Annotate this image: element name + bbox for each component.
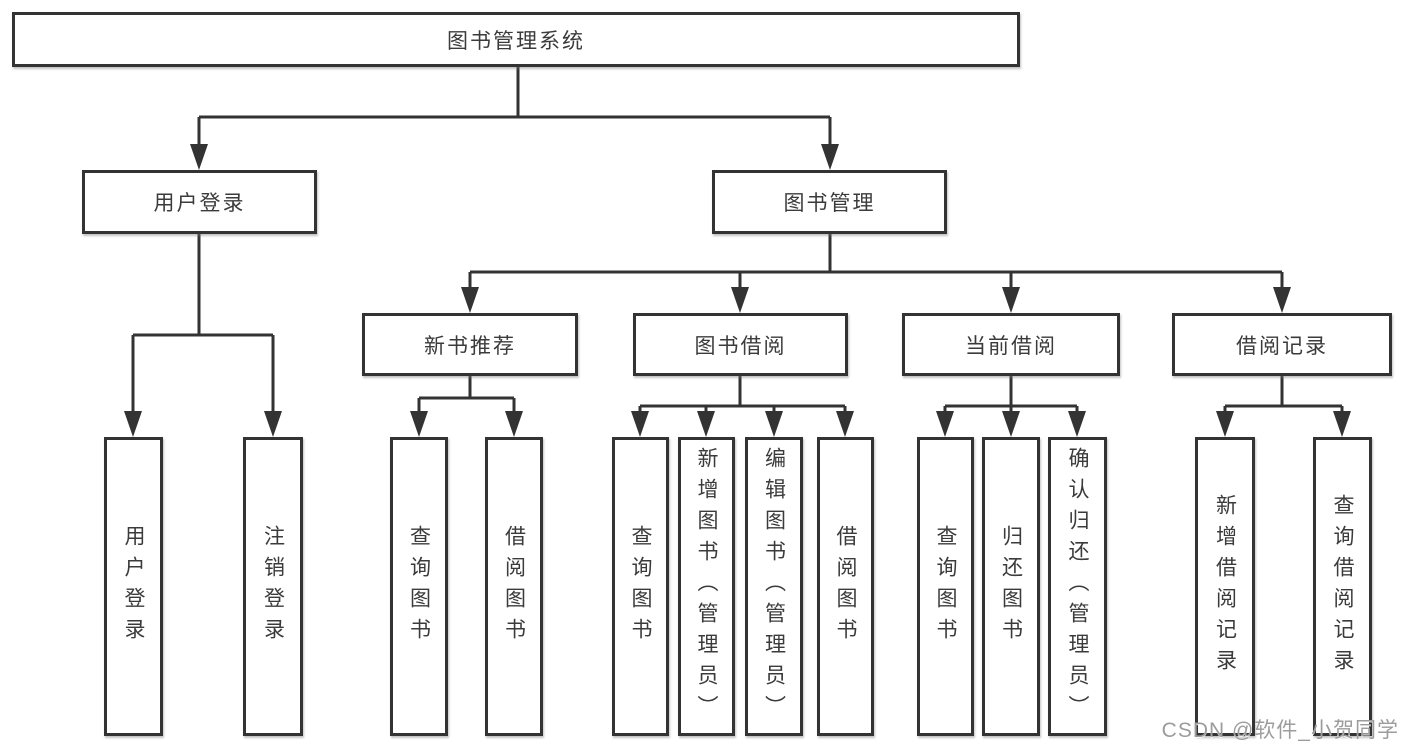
node-label: 新增借阅记录 [1213,493,1237,680]
node-leaf-bb-query-books: 查询图书 [612,437,669,736]
node-label: 借阅图书 [834,524,857,649]
arrowhead-leaf-bb-edit [765,411,783,437]
node-label: 借阅图书 [502,524,526,649]
node-leaf-user-login: 用户登录 [104,437,163,736]
node-label: 编辑图书（管理员） [762,447,786,726]
arrowhead-leaf-cb-return [1002,411,1020,437]
node-label: 用户登录 [153,192,246,215]
node-label: 图书借阅 [694,334,787,358]
node-user-login: 用户登录 [82,170,317,234]
node-leaf-cb-return-books: 归还图书 [982,437,1040,736]
node-label: 当前借阅 [965,334,1057,358]
node-label: 图书管理系统 [447,29,585,53]
node-label: 查询图书 [934,524,957,649]
connector-borrow-records-to-leaves [1223,376,1344,425]
node-leaf-bb-edit-books-admin: 编辑图书（管理员） [745,437,803,736]
arrowhead-borrow-records [1273,287,1291,313]
node-label: 用户登录 [122,524,145,649]
csdn-watermark: CSDN @软件_小贺同学 [1161,719,1399,742]
node-book-borrowing: 图书借阅 [633,313,848,376]
node-leaf-cb-query-books: 查询图书 [917,437,974,736]
connector-user-login-to-leaves [131,234,275,425]
node-current-borrowing: 当前借阅 [902,313,1120,376]
connector-new-book-recommend-to-leaves [417,376,516,425]
node-borrow-records: 借阅记录 [1172,313,1392,376]
node-new-book-recommend: 新书推荐 [362,313,578,376]
node-label: 注销登录 [261,524,285,649]
node-label: 新书推荐 [424,334,516,358]
arrowhead-current-borrowing [1002,287,1020,313]
node-leaf-cb-confirm-return-admin: 确认归还（管理员） [1048,437,1107,736]
arrowhead-leaf-bb-query [631,411,649,437]
arrowhead-leaf-bb-add [697,411,715,437]
arrowhead-leaf-br-add [1216,411,1234,437]
node-label: 查询借阅记录 [1331,493,1354,680]
node-label: 确认归还（管理员） [1066,447,1089,726]
arrowhead-leaf-cb-confirm [1068,411,1086,437]
arrowhead-book-management [821,144,839,170]
arrowhead-leaf-cb-query [936,411,954,437]
node-leaf-logout: 注销登录 [243,437,303,736]
connector-root-to-level2 [197,67,832,155]
arrowhead-leaf-user-login [124,411,142,437]
node-leaf-nb-borrow-books: 借阅图书 [485,437,543,736]
arrowhead-new-book-recommend [461,287,479,313]
arrowhead-leaf-br-query [1333,411,1351,437]
node-leaf-br-query-record: 查询借阅记录 [1313,437,1372,736]
arrowhead-leaf-nb-query [410,411,428,437]
node-label: 查询图书 [407,524,431,649]
node-leaf-br-add-record: 新增借阅记录 [1195,437,1255,736]
node-leaf-nb-query-books: 查询图书 [390,437,448,736]
node-library-management-system: 图书管理系统 [12,12,1020,67]
connector-book-management-to-level3 [468,234,1284,300]
arrowhead-leaf-nb-borrow [505,411,523,437]
arrowhead-book-borrowing [731,287,749,313]
connector-book-borrowing-to-leaves [638,376,847,425]
node-leaf-bb-borrow-books: 借阅图书 [817,437,874,736]
node-label: 归还图书 [999,524,1023,649]
node-label: 图书管理 [783,192,876,215]
node-label: 查询图书 [629,524,652,649]
arrowhead-leaf-bb-borrow [836,411,854,437]
node-label: 新增图书（管理员） [695,447,718,726]
node-label: 借阅记录 [1236,334,1328,358]
arrowhead-leaf-logout [264,411,282,437]
arrowhead-user-login [190,144,208,170]
node-leaf-bb-add-books-admin: 新增图书（管理员） [678,437,735,736]
node-book-management: 图书管理 [712,170,947,234]
